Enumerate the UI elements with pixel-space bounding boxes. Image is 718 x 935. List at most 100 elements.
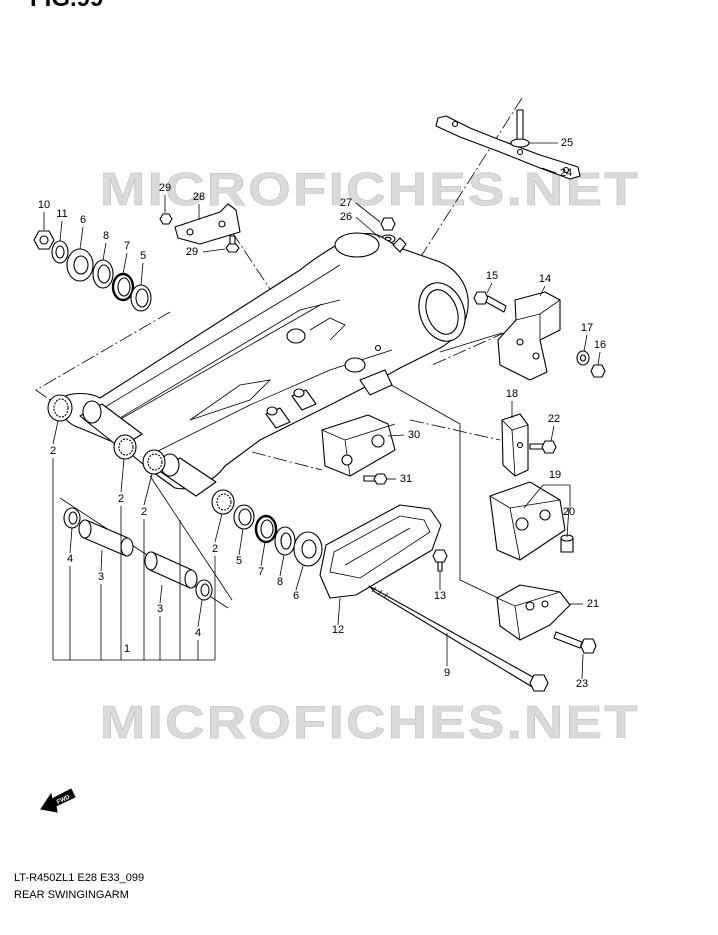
callout-37: 3 (98, 571, 104, 583)
callout-20: 20 (563, 506, 575, 518)
callout-5: 5 (140, 250, 146, 262)
callout-22: 30 (408, 429, 420, 441)
leader-line-33 (279, 554, 285, 577)
callout-21: 21 (587, 598, 599, 610)
part-9-axle (368, 585, 549, 692)
part-12-chain-slider (319, 504, 442, 599)
callout-25: 12 (332, 624, 344, 636)
assembly-dash-lines (35, 97, 523, 609)
dash-line (385, 381, 499, 599)
dash-line (419, 97, 523, 259)
part-4-cap-left (63, 507, 81, 529)
callout-40: 1 (124, 643, 130, 655)
callout-19: 19 (549, 469, 561, 481)
dash-line (409, 419, 501, 441)
part-28-bracket (174, 203, 241, 245)
leader-line-29 (143, 473, 153, 506)
leader-line-30 (214, 513, 223, 543)
diagram-title: REAR SWINGINGARM (14, 889, 129, 901)
part-13-bolt (432, 549, 448, 572)
dash-line (231, 231, 273, 293)
fwd-arrow-icon: FWD (40, 788, 76, 813)
callout-2: 6 (80, 214, 86, 226)
callout-6: 29 (159, 182, 171, 194)
part-3-collar-right (144, 551, 198, 589)
callout-18: 22 (548, 413, 560, 425)
leader-line-10 (355, 216, 381, 239)
callout-27: 23 (576, 678, 588, 690)
part-8-spacer-lower (274, 526, 296, 556)
callout-34: 8 (277, 576, 283, 588)
part-2-bearing-c (142, 449, 166, 475)
part-7-circlip (111, 272, 135, 302)
leader-line-2 (79, 226, 84, 250)
callout-3: 8 (103, 230, 109, 242)
callout-10: 26 (340, 211, 352, 223)
callout-38: 3 (157, 603, 163, 615)
callout-32: 5 (236, 555, 242, 567)
part-5-bearing (130, 284, 152, 312)
callout-leader-lines (43, 142, 601, 680)
part-29-bolt-top (159, 213, 173, 225)
callout-24: 13 (434, 590, 446, 602)
part-31-bolt (363, 473, 388, 485)
leader-line-50 (523, 484, 544, 509)
leader-line-22 (337, 597, 341, 626)
model-code: LT-R450ZL1 E28 E33_099 (14, 872, 144, 884)
dash-line (251, 451, 323, 471)
callout-13: 15 (486, 270, 498, 282)
dash-line (149, 475, 233, 601)
callout-8: 29 (186, 246, 198, 258)
part-pins (265, 388, 317, 429)
callout-33: 7 (258, 566, 264, 578)
part-29-bolt-bottom (225, 235, 240, 253)
leader-line-24 (581, 653, 584, 680)
callout-4: 7 (124, 240, 130, 252)
leader-line-18 (550, 425, 555, 442)
leader-line-26 (566, 506, 570, 538)
callout-17: 18 (506, 388, 518, 400)
part-3-collar-left (78, 519, 134, 557)
callout-11: 25 (561, 137, 573, 149)
part-8-spacer (92, 259, 114, 289)
leader-line-9 (355, 202, 381, 223)
callout-28: 2 (50, 445, 56, 457)
callout-23: 31 (400, 473, 412, 485)
part-11-washer (51, 240, 69, 264)
leader-line-34 (295, 565, 304, 591)
leader-line-19 (387, 434, 405, 437)
callout-16: 16 (594, 339, 606, 351)
leader-line-4 (122, 252, 128, 275)
dash-line (439, 332, 503, 353)
callout-15: 17 (581, 322, 593, 334)
leader-line-5 (140, 262, 144, 286)
part-20-collar (560, 534, 574, 553)
leader-line-16 (597, 351, 601, 366)
watermark-bottom: MICROFICHES.NET (100, 696, 640, 748)
part-7-circlip-lower (254, 514, 278, 544)
part-2-bearing-a (47, 394, 73, 422)
part-5-bearing-lower (233, 504, 255, 530)
dash-line (35, 311, 171, 401)
leader-line-13 (486, 282, 493, 294)
leader-line-38 (197, 599, 203, 628)
leader-line-15 (583, 334, 588, 352)
part-17-washer (576, 350, 590, 366)
callout-30: 2 (141, 506, 147, 518)
part-16-nut (590, 364, 606, 378)
fwd-label: FWD (56, 794, 72, 805)
callout-9: 27 (340, 197, 352, 209)
callout-12: 24 (560, 167, 572, 179)
part-2-bearing-d (211, 489, 235, 515)
leader-line-8 (202, 248, 226, 253)
leader-line-31 (238, 528, 244, 556)
part-19-plate (489, 481, 566, 561)
part-23-bolt (553, 631, 597, 654)
part-swingarm-body (60, 232, 469, 490)
part-6-seal-lower (293, 531, 323, 567)
leader-line-1 (59, 220, 63, 242)
figure-label: FIG.99 (30, 0, 103, 12)
